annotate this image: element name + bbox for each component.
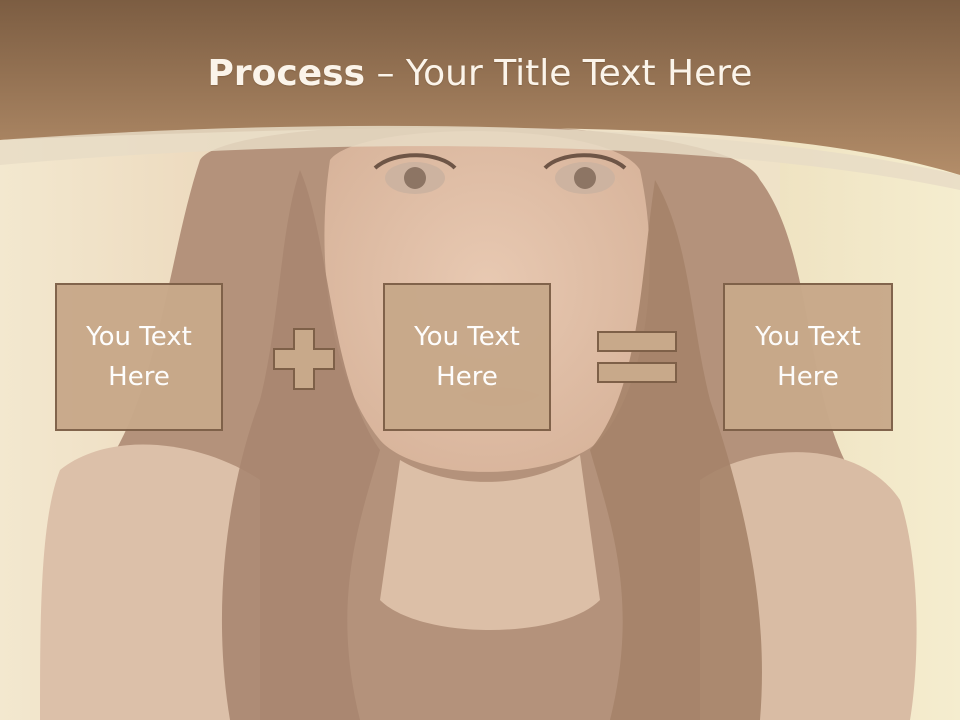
process-box-1-text: You Text Here (86, 322, 192, 392)
process-box-3[interactable]: You Text Here (723, 283, 893, 431)
process-box-2-text: You Text Here (414, 322, 520, 392)
process-box-2[interactable]: You Text Here (383, 283, 551, 431)
process-box-1[interactable]: You Text Here (55, 283, 223, 431)
title-rest: – Your Title Text Here (365, 53, 753, 94)
process-box-3-text: You Text Here (755, 322, 861, 392)
plus-icon (273, 328, 335, 390)
equals-icon (597, 331, 677, 383)
title-bold: Process (207, 53, 366, 94)
slide-title: Process – Your Title Text Here (0, 52, 960, 96)
